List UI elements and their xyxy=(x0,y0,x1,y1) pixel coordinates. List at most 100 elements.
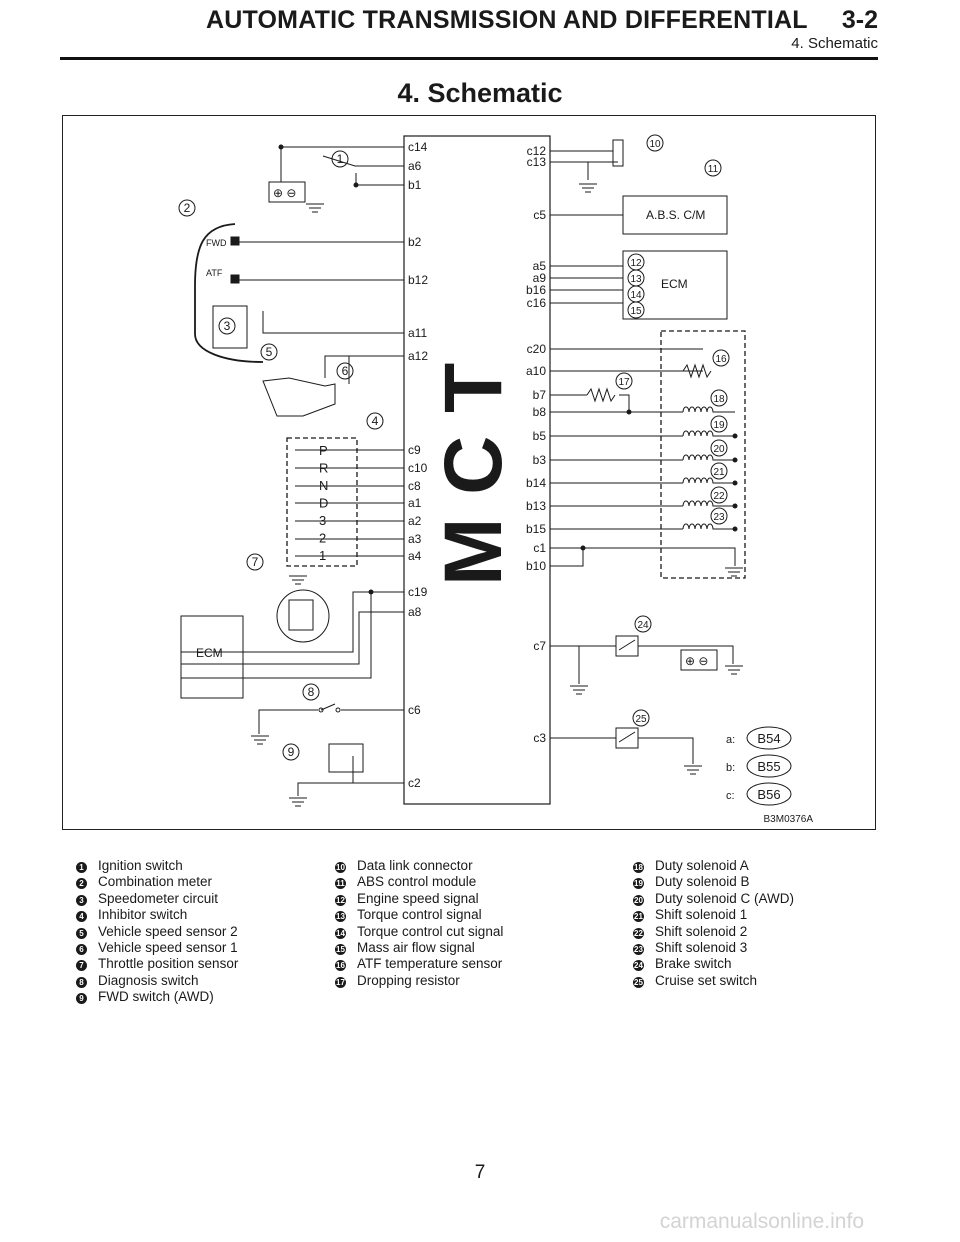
callout-number: 19 xyxy=(713,420,725,431)
callout-circle xyxy=(615,372,633,390)
callout-circle xyxy=(712,349,730,367)
callout-circle xyxy=(646,134,664,152)
combination-meter xyxy=(194,223,264,363)
brake-switch-icon xyxy=(615,635,639,657)
pin-label: a8 xyxy=(408,605,422,619)
legend-text: Ignition switch xyxy=(98,858,183,873)
connector-oval xyxy=(746,782,792,806)
legend-text: Vehicle speed sensor 2 xyxy=(98,923,238,939)
pin-label: a9 xyxy=(533,271,547,285)
callout-number: 21 xyxy=(713,467,725,478)
legend-number: 3 xyxy=(76,894,87,906)
callout-circle xyxy=(282,743,300,761)
pin-label: a3 xyxy=(408,532,422,546)
legend-text: Combination meter xyxy=(98,874,213,890)
legend-text: ABS control module xyxy=(357,874,477,890)
ecm-right-label: ECM xyxy=(661,277,688,291)
callout-circle xyxy=(710,507,728,525)
legend-number: 24 xyxy=(633,960,644,972)
tcm-label: M C T xyxy=(428,363,519,586)
legend-text: Duty solenoid C (AWD) xyxy=(655,890,795,906)
legend-number: 10 xyxy=(335,862,346,873)
right-pin-labels: c12c13c5a5a9b16c16c20a10b7b8b5b3b14b13b1… xyxy=(526,144,546,745)
legend-item: 11 ABS control module xyxy=(335,874,503,890)
header-rule xyxy=(60,57,878,60)
legend-number: 25 xyxy=(633,976,644,988)
callout-number: 10 xyxy=(649,139,661,150)
pin-label: c14 xyxy=(408,140,428,154)
pin-label: c20 xyxy=(527,342,547,356)
callout-number: 20 xyxy=(713,444,725,455)
callout-number: 5 xyxy=(266,345,273,359)
callout-circle xyxy=(710,389,728,407)
fwd-indicator-icon xyxy=(230,236,240,246)
shift-position-label: N xyxy=(319,478,328,493)
legend-text: Vehicle speed sensor 1 xyxy=(98,940,238,956)
callout-number: 13 xyxy=(630,274,642,285)
pin-label: b16 xyxy=(526,283,546,297)
pin-label: b13 xyxy=(526,499,546,513)
callout-circle xyxy=(704,159,722,177)
legend-text: Mass air flow signal xyxy=(357,940,475,956)
callout-number: 25 xyxy=(635,714,647,725)
legend-number: 20 xyxy=(633,894,644,906)
subsection-title: 4. Schematic xyxy=(791,35,878,52)
legend-text: Engine speed signal xyxy=(357,890,479,906)
legend-text: Torque control signal xyxy=(357,907,482,923)
inhibitor-switch-box xyxy=(286,437,358,567)
legend-text: Torque control cut signal xyxy=(357,923,504,939)
legend-number: 11 xyxy=(335,878,346,890)
abs-label: A.B.S. C/M xyxy=(646,208,705,222)
legend-number: 8 xyxy=(76,976,87,988)
pin-label: b8 xyxy=(533,405,547,419)
wiring xyxy=(181,146,736,796)
legend-item: 22 Shift solenoid 2 xyxy=(633,924,794,940)
pin-label: c6 xyxy=(408,703,421,717)
legend-item: 3 Speedometer circuit xyxy=(76,891,238,907)
callout-number: 23 xyxy=(713,512,725,523)
callout-number: 2 xyxy=(184,201,191,215)
callout-circle xyxy=(336,362,354,380)
data-link-connector-icon xyxy=(612,139,624,167)
callout-number: 4 xyxy=(372,414,379,428)
svg-text:FWD: FWD xyxy=(206,238,227,248)
speed-sensor-icon xyxy=(262,377,336,417)
legend-text: Shift solenoid 2 xyxy=(655,923,748,939)
legend-text: Speedometer circuit xyxy=(98,890,219,906)
svg-text:ATF: ATF xyxy=(206,268,223,278)
connector-code: B56 xyxy=(757,787,780,802)
callout-number: 1 xyxy=(337,152,344,166)
legend-text: ATF temperature sensor xyxy=(357,956,503,972)
legend-number: 22 xyxy=(633,927,644,939)
legend-text: Dropping resistor xyxy=(357,972,460,988)
tcm-box xyxy=(403,135,551,805)
callout-number: 14 xyxy=(630,290,642,301)
cruise-switch-icon xyxy=(615,727,639,749)
junction-dots xyxy=(278,144,738,595)
callout-circle xyxy=(634,615,652,633)
pin-label: c9 xyxy=(408,443,421,457)
callout-circle xyxy=(331,150,349,168)
callout-circle xyxy=(218,317,236,335)
pin-label: b14 xyxy=(526,476,546,490)
abs-module-box xyxy=(622,195,728,235)
page-title: 4. Schematic xyxy=(397,78,563,108)
shift-position-label: P xyxy=(319,443,328,458)
callout-number: 15 xyxy=(630,306,642,317)
callout-number: 18 xyxy=(713,394,725,405)
